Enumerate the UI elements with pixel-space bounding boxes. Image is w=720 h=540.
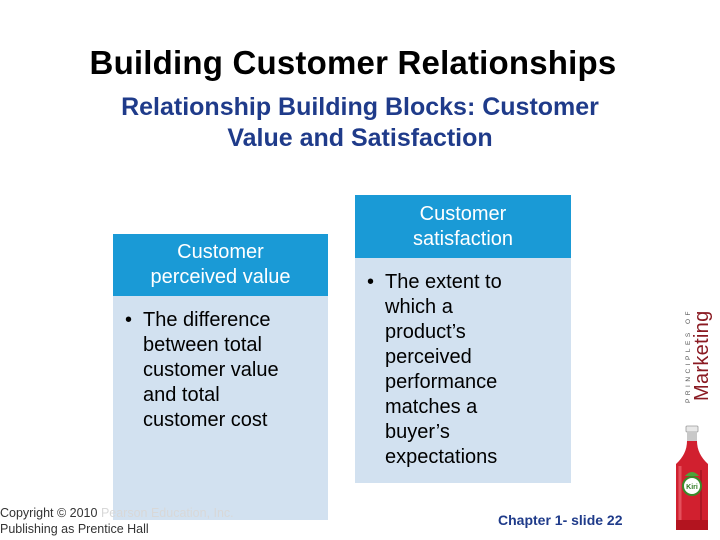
- customer-satisfaction-card: Customer satisfaction The extent to whic…: [355, 195, 571, 483]
- bullet-item: The difference between total customer va…: [123, 308, 318, 433]
- juice-bottle-image: Kiri: [676, 425, 708, 530]
- bullet-line: customer value: [143, 359, 279, 381]
- bullet-line: The difference: [143, 309, 271, 331]
- bullet-line: matches a: [385, 396, 478, 418]
- bullet-line: perceived: [385, 346, 472, 368]
- bullet-line: and total: [143, 384, 220, 406]
- slide-subtitle: Relationship Building Blocks: Customer V…: [60, 92, 660, 154]
- publisher-imprint: Publishing as Prentice Hall: [0, 522, 149, 536]
- bullet-line: buyer’s: [385, 421, 450, 443]
- bullet-item: The extent to which a product’s perceive…: [365, 270, 561, 470]
- bullet-line: product’s: [385, 321, 466, 343]
- card-heading: Customer perceived value: [113, 234, 328, 296]
- bullet-line: expectations: [385, 446, 498, 468]
- customer-perceived-value-card: Customer perceived value The difference …: [113, 234, 328, 520]
- card-bullets: The extent to which a product’s perceive…: [355, 258, 571, 470]
- card-heading: Customer satisfaction: [355, 195, 571, 258]
- card-heading-line-1: Customer: [177, 241, 264, 263]
- card-heading-line-2: perceived value: [150, 266, 291, 288]
- bullet-line: between total: [143, 334, 262, 356]
- bullet-line: The extent to: [385, 271, 502, 293]
- slide-number: Chapter 1- slide 22: [498, 512, 623, 528]
- subtitle-line-2: Value and Satisfaction: [227, 124, 493, 152]
- slide-title: Building Customer Relationships: [89, 44, 617, 81]
- bottle-label: Kiri: [686, 484, 698, 491]
- card-bullets: The difference between total customer va…: [113, 296, 328, 433]
- copyright-notice: Copyright © 2010 Pearson Education, Inc.…: [0, 505, 234, 537]
- card-heading-line-2: satisfaction: [412, 227, 514, 250]
- copyright-text: Copyright © 2010: [0, 506, 101, 520]
- card-heading-line-1: Customer: [419, 202, 507, 225]
- book-brand-logo: PRINCIPLES OF Marketing: [676, 296, 716, 416]
- bullet-line: customer cost: [143, 409, 268, 431]
- bullet-line: performance: [385, 371, 498, 393]
- subtitle-line-1: Relationship Building Blocks: Customer: [121, 93, 599, 121]
- publisher-name: Pearson Education, Inc.: [100, 506, 234, 520]
- bullet-line: which a: [385, 296, 453, 318]
- brand-big-text: Marketing: [691, 310, 713, 402]
